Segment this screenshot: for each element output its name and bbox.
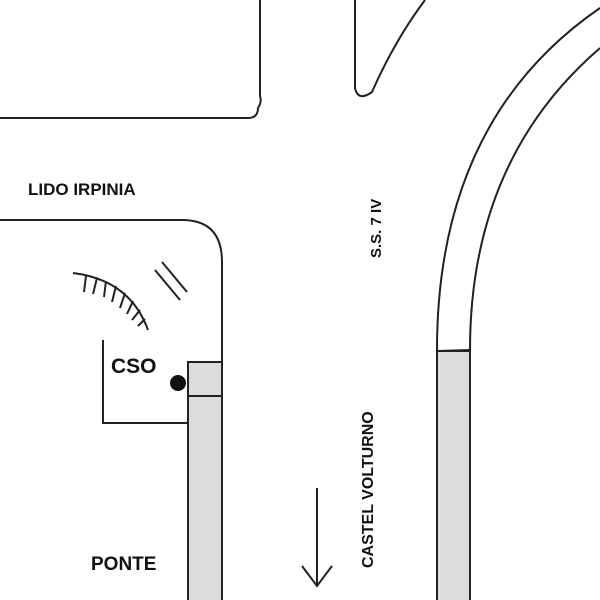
cso-bracket xyxy=(102,340,188,424)
label-cso: CSO xyxy=(111,355,157,378)
label-castel-volturno: CASTEL VOLTURNO xyxy=(360,411,377,568)
label-ponte: PONTE xyxy=(91,554,156,575)
parallel-mark-1 xyxy=(154,269,181,301)
road-inner-curve xyxy=(469,47,600,600)
bridge-deck xyxy=(436,350,471,600)
embankment-arc xyxy=(72,272,149,331)
arrow-down-icon xyxy=(301,488,333,588)
label-lido-irpinia: LIDO IRPINIA xyxy=(28,180,136,199)
block-left xyxy=(0,219,223,362)
embankment-hatching xyxy=(83,275,146,327)
road-outer-curve xyxy=(436,7,600,600)
ponte-structure xyxy=(187,361,223,600)
traffic-island xyxy=(354,0,426,98)
block-top-left xyxy=(0,0,262,119)
parallel-mark-2 xyxy=(161,261,188,293)
point-marker-icon xyxy=(170,375,186,391)
label-ss7: S.S. 7 IV xyxy=(368,199,385,258)
